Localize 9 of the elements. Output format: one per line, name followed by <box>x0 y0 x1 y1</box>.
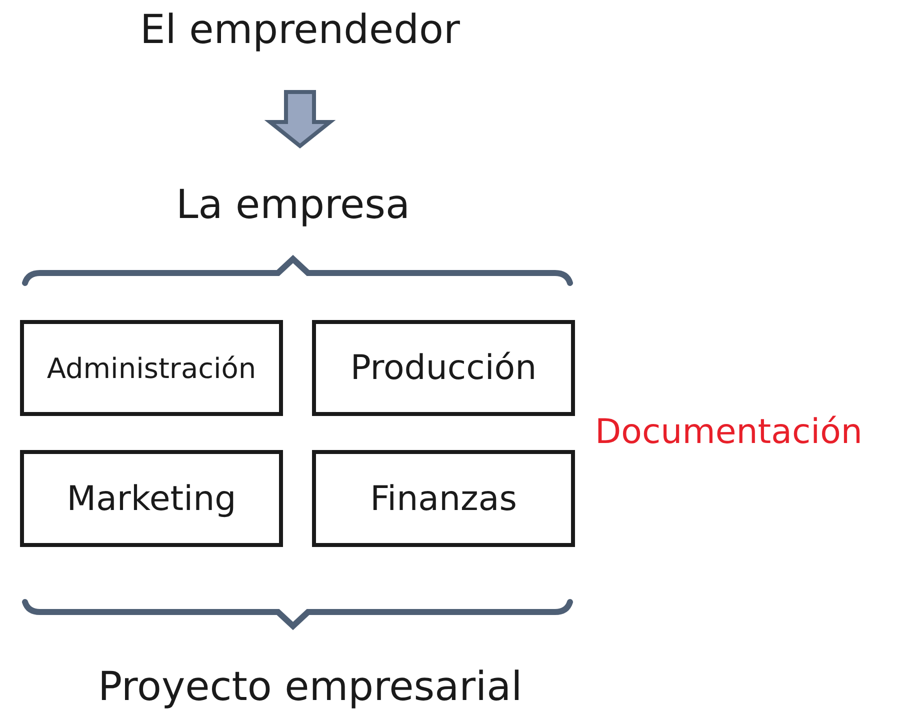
heading-text: El emprendedor <box>140 6 460 54</box>
footer-text: Proyecto empresarial <box>98 663 522 710</box>
area-box: Administración <box>20 320 283 416</box>
area-box: Finanzas <box>312 450 575 547</box>
area-box: Marketing <box>20 450 283 547</box>
side-label: Documentación <box>595 412 862 452</box>
area-box: Producción <box>312 320 575 416</box>
heading-text: La empresa <box>176 180 410 230</box>
block-arrow <box>264 90 336 149</box>
